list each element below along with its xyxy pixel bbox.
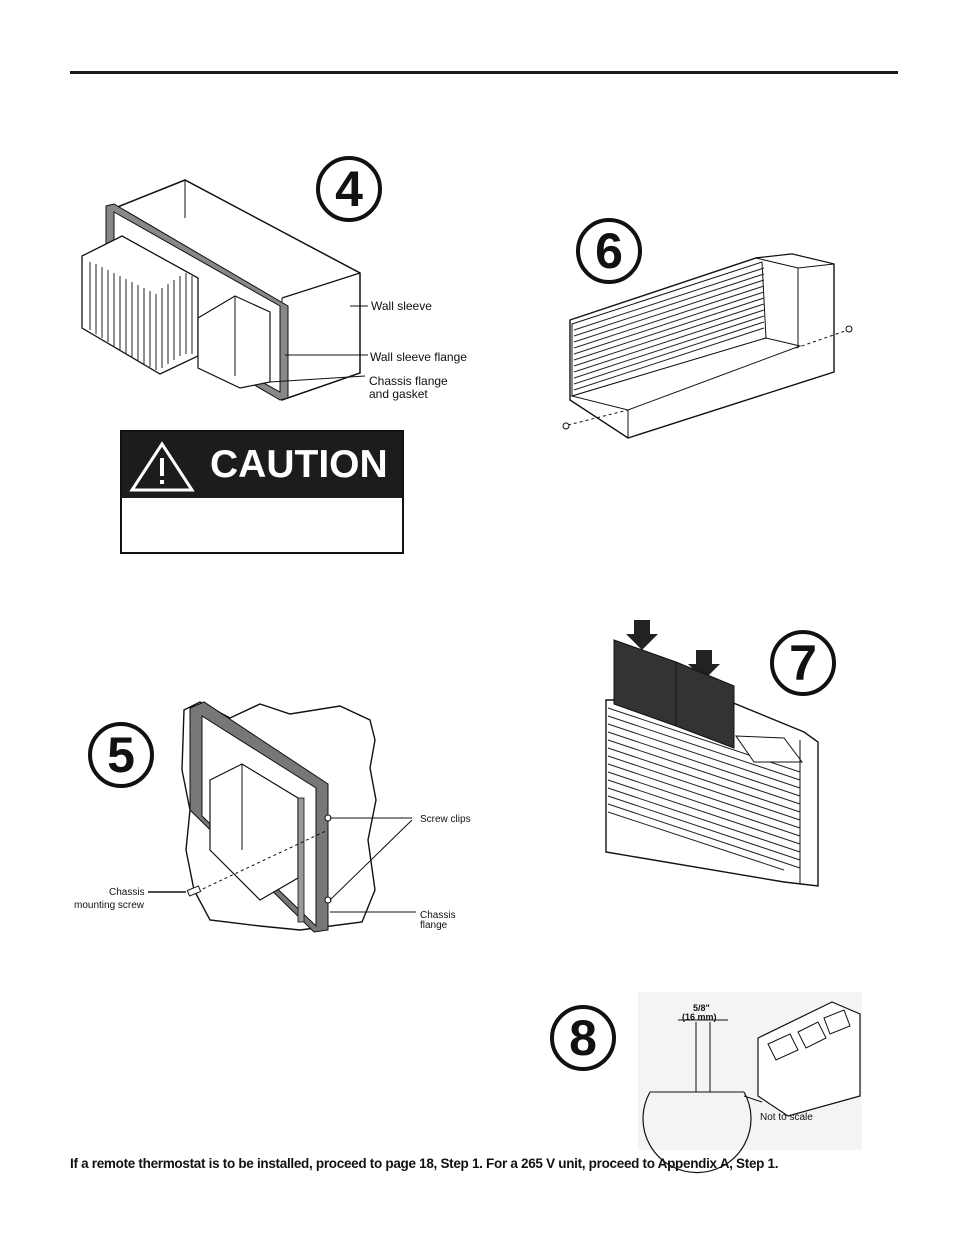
wall-sleeve-flange-label: Wall sleeve flange bbox=[370, 350, 467, 364]
chassis-flange-label-step5: Chassis bbox=[420, 910, 456, 921]
front-cover-illustration bbox=[562, 253, 853, 439]
step-6-number: 6 bbox=[576, 218, 642, 284]
caution-title: CAUTION bbox=[210, 443, 388, 486]
step-7-number: 7 bbox=[770, 630, 836, 696]
screw-leader-line bbox=[148, 891, 186, 893]
chassis-mounting-screw-label-line2: mounting screw bbox=[74, 900, 145, 911]
step-5-number: 5 bbox=[88, 722, 154, 788]
wall-sleeve-illustration bbox=[81, 179, 368, 401]
step-4-number: 4 bbox=[316, 156, 382, 222]
dimension-label: 5/8" bbox=[693, 1003, 710, 1013]
screw-clips-label: Screw clips bbox=[420, 814, 471, 825]
level-gauge-illustration bbox=[638, 992, 862, 1174]
scale-note: Not to scale bbox=[760, 1112, 813, 1123]
dimension-label-line2: (16 mm) bbox=[682, 1012, 717, 1022]
warning-triangle-icon bbox=[129, 441, 195, 492]
caution-header: CAUTION bbox=[122, 432, 402, 498]
chassis-mounting-screw-label: Chassis bbox=[109, 887, 145, 898]
step-8-number: 8 bbox=[550, 1005, 616, 1071]
caution-box: CAUTION bbox=[120, 430, 404, 554]
chassis-flange-label-step5-line2: flange bbox=[420, 920, 448, 931]
wall-sleeve-label: Wall sleeve bbox=[371, 299, 432, 313]
footer-note: If a remote thermostat is to be installe… bbox=[70, 1156, 779, 1171]
chassis-screw-illustration bbox=[181, 701, 416, 933]
chassis-flange-label: Chassis flange bbox=[369, 374, 448, 388]
filter-install-illustration bbox=[605, 620, 819, 887]
header-rule bbox=[70, 71, 898, 74]
chassis-flange-label-line2: and gasket bbox=[369, 387, 428, 401]
